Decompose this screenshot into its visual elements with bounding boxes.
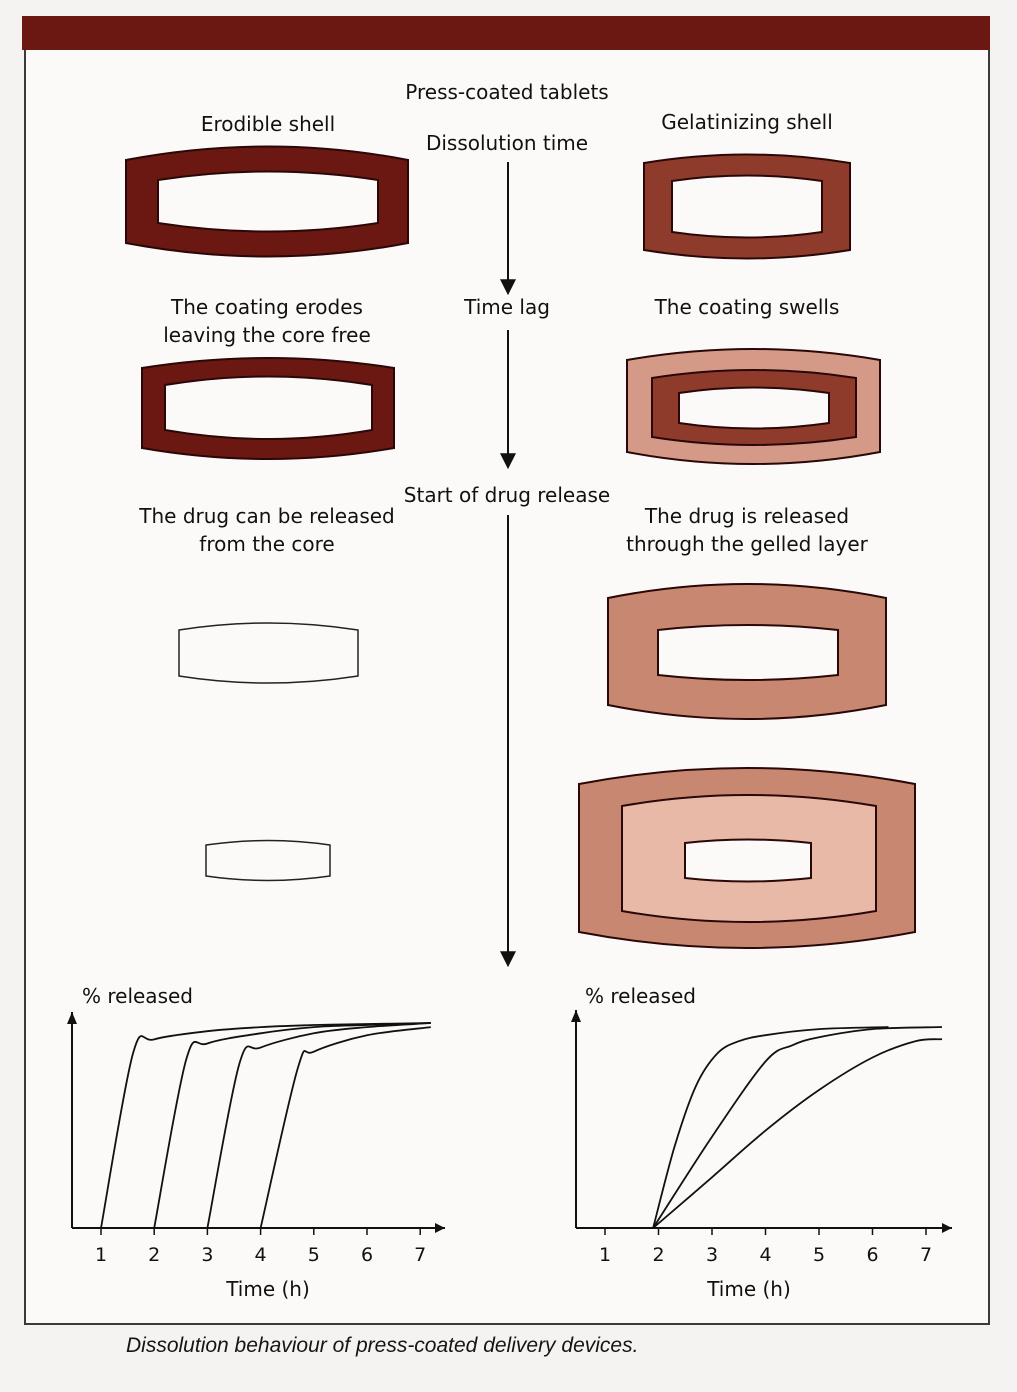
x-tick-label: 4: [255, 1244, 267, 1266]
release-curve-4: [259, 1026, 431, 1229]
right-heading: Gelatinizing shell: [661, 110, 833, 134]
release-curve-2: [652, 1026, 943, 1229]
x-tick-label: 7: [414, 1244, 426, 1266]
dissolution-time-label: Dissolution time: [426, 131, 588, 155]
time-lag-label: Time lag: [463, 295, 550, 319]
erodible-core-2: [164, 375, 373, 440]
late-tablet-core: [684, 838, 812, 883]
x-axis-label: Time (h): [225, 1277, 310, 1301]
x-tick-label: 1: [599, 1244, 611, 1266]
x-axis-arrow: [942, 1223, 952, 1233]
x-tick-label: 3: [201, 1244, 213, 1266]
release-curve-1: [652, 1026, 889, 1229]
header-bar: [22, 16, 990, 50]
x-tick-label: 2: [148, 1244, 160, 1266]
release-curve-2: [153, 1022, 431, 1229]
x-tick-label: 2: [652, 1244, 664, 1266]
x-tick-label: 6: [361, 1244, 373, 1266]
right-step3-line1: The drug is released: [644, 504, 849, 528]
x-tick-label: 6: [866, 1244, 878, 1266]
left-heading: Erodible shell: [201, 112, 335, 136]
right-step2: The coating swells: [654, 295, 840, 319]
right-step3-line2: through the gelled layer: [626, 532, 869, 556]
x-tick-label: 7: [920, 1244, 932, 1266]
release-curve-3: [206, 1022, 431, 1229]
start-release-label: Start of drug release: [404, 483, 610, 507]
left-step3-line2: from the core: [199, 532, 334, 556]
left-step2-line1: The coating erodes: [170, 295, 363, 319]
x-tick-label: 5: [308, 1244, 320, 1266]
x-axis-arrow: [435, 1223, 445, 1233]
x-tick-label: 5: [813, 1244, 825, 1266]
gelled-tablet-core: [657, 624, 839, 681]
y-axis-arrow: [571, 1010, 581, 1022]
free-core-2: [205, 839, 331, 882]
x-tick-label: 1: [95, 1244, 107, 1266]
x-tick-label: 4: [759, 1244, 771, 1266]
y-axis-label: % released: [82, 984, 193, 1008]
swollen-tablet-core: [678, 386, 830, 430]
figure-caption: Dissolution behaviour of press-coated de…: [126, 1334, 639, 1357]
gel-core-1: [671, 174, 823, 239]
free-core-1: [178, 622, 359, 684]
x-axis-label: Time (h): [706, 1277, 791, 1301]
left-step3-line1: The drug can be released: [138, 504, 394, 528]
left-step2-line2: leaving the core free: [163, 323, 371, 347]
y-axis-arrow: [67, 1012, 77, 1024]
y-axis-label: % released: [585, 984, 696, 1008]
x-tick-label: 3: [706, 1244, 718, 1266]
release-curve-1: [100, 1022, 431, 1229]
figure-title: Press-coated tablets: [405, 80, 608, 104]
erodible-core-1: [157, 170, 379, 233]
release-curve-3: [652, 1038, 943, 1229]
